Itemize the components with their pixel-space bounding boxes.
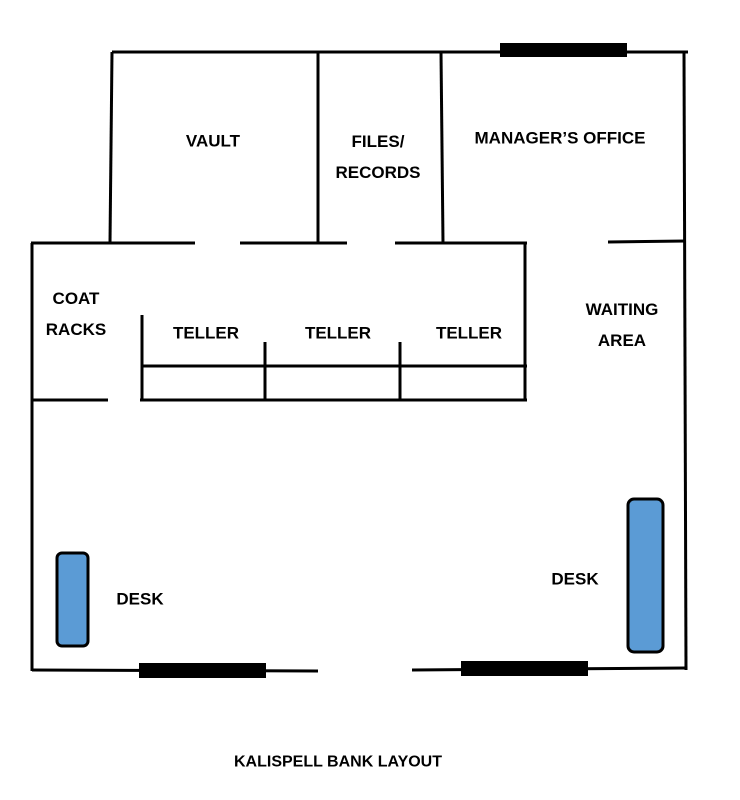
- teller-3-label: TELLER: [435, 323, 503, 343]
- wall-files-manager: [439, 51, 445, 244]
- window-bottom-left: [139, 663, 266, 678]
- desks: [55, 497, 665, 654]
- diagram-title: KALISPELL BANK LAYOUT: [233, 753, 443, 771]
- coat-racks-label: COAT RACKS: [46, 283, 106, 345]
- waiting-area-label: WAITING AREA: [586, 294, 659, 356]
- desk-right: [626, 497, 665, 654]
- coat-racks-line-2: RACKS: [45, 320, 107, 339]
- teller-2-label: TELLER: [304, 323, 372, 343]
- teller-1-label: TELLER: [172, 323, 240, 343]
- desk-right-label: DESK: [551, 569, 599, 589]
- desk-left-label: DESK: [116, 589, 164, 609]
- desk-left: [55, 551, 90, 648]
- wall-right: [682, 51, 688, 671]
- files-records-line-1: FILES/: [351, 132, 405, 151]
- waiting-area-line-1: WAITING: [585, 300, 659, 319]
- wall-mid-segment-4: [607, 239, 687, 244]
- files-records-line-2: RECORDS: [335, 163, 421, 182]
- wall-left-upper-vault: [108, 51, 114, 244]
- coat-racks-line-1: COAT: [52, 289, 100, 308]
- windows: [139, 43, 627, 678]
- window-top: [500, 43, 627, 57]
- waiting-area-line-2: AREA: [597, 331, 647, 350]
- window-bottom-right: [461, 661, 588, 676]
- managers-office-label: MANAGER’S OFFICE: [474, 128, 646, 148]
- vault-label: VAULT: [185, 131, 241, 151]
- files-records-label: FILES/ RECORDS: [335, 126, 420, 188]
